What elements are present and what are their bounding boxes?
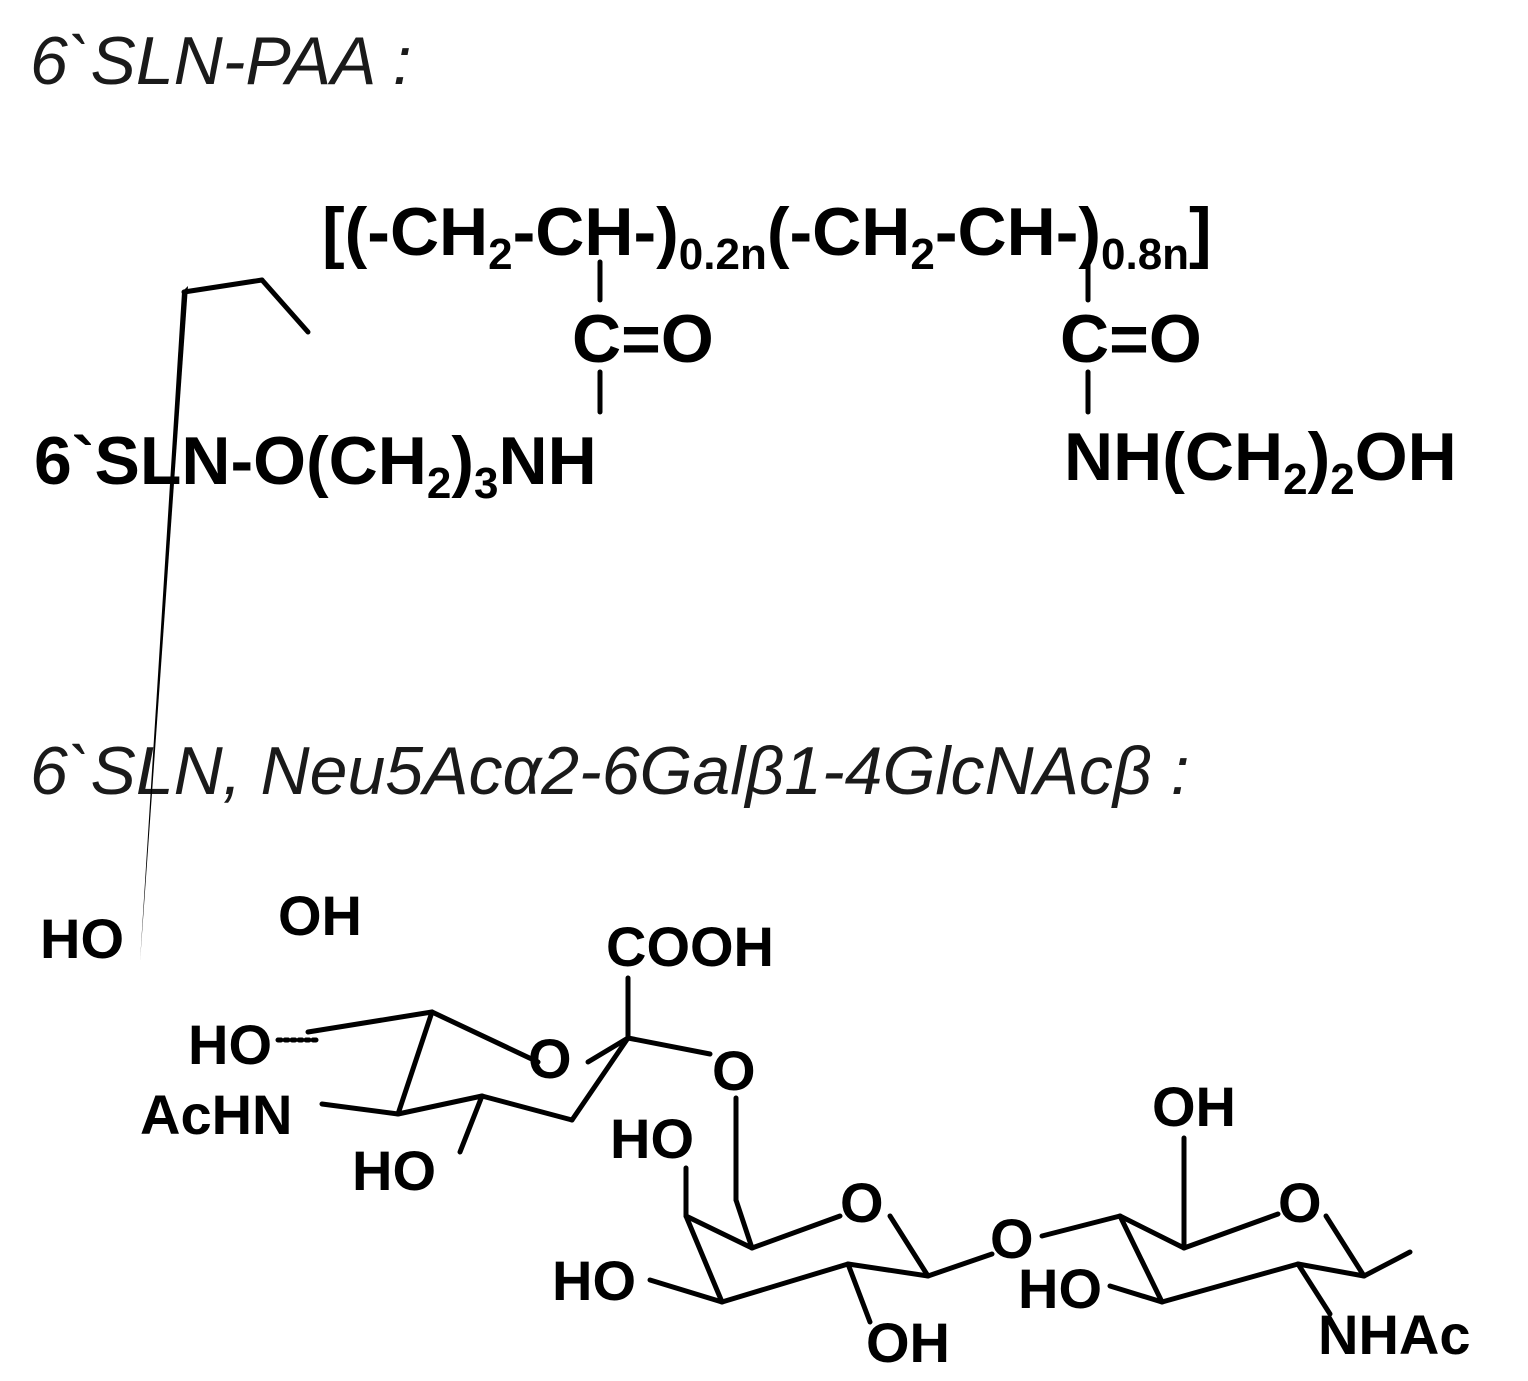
bond-ring-o-c1	[887, 1213, 931, 1279]
bond-c5-c6	[395, 1009, 435, 1117]
bond-c4-c5-gal	[683, 1213, 755, 1251]
right-chain: NH(CH2)2OH	[1064, 419, 1457, 504]
bond-c2-oh	[845, 1261, 873, 1325]
left-chain: 6`SLN-O(CH2)3NH	[34, 423, 597, 508]
carbonyl-right: C=O	[1060, 301, 1202, 377]
label-o-ring2: O	[840, 1171, 884, 1234]
trisaccharide-structure: HO OH HO O	[40, 277, 1470, 1374]
label-o-ring3: O	[1278, 1171, 1322, 1234]
polymer-formula: [(-CH2-CH-)0.2n(-CH2-CH-)0.8n] C=O 6`SLN…	[34, 194, 1457, 508]
bond-c1-c2-gal	[845, 1261, 931, 1279]
bond-c3-c4-glc	[1117, 1213, 1165, 1305]
bond-c3-c4-gal	[683, 1213, 725, 1305]
label-ho-gal-top: HO	[610, 1107, 694, 1170]
label-oh-gal-bottom: OH	[866, 1311, 950, 1374]
label-o-link2: O	[990, 1207, 1034, 1270]
bond-c1-tail	[1361, 1249, 1413, 1279]
label-oh-top: OH	[278, 884, 362, 947]
label-o-link1: O	[712, 1039, 756, 1102]
bond-c5-o-glc	[1181, 1211, 1281, 1251]
sln-title: 6`SLN, Neu5Acα2-6Galβ1-4GlcNAcβ :	[30, 733, 1190, 809]
backbone-formula: [(-CH2-CH-)0.2n(-CH2-CH-)0.8n]	[322, 194, 1212, 279]
label-achn: AcHN	[140, 1083, 292, 1146]
bond-o-c4glc	[1039, 1213, 1123, 1239]
bond-c1-c2-glc	[1295, 1261, 1367, 1279]
label-oh-glc-top: OH	[1152, 1075, 1236, 1138]
bond-o-c1-glc	[1323, 1213, 1367, 1279]
wedge-bond-1	[140, 286, 188, 962]
label-o-ring1: O	[528, 1027, 572, 1090]
bond-c2-o	[625, 1035, 713, 1057]
bond-c4-c5	[395, 1093, 485, 1117]
bond-c3-oh-glc	[1107, 1283, 1165, 1305]
bond-c3-oh	[647, 1277, 725, 1305]
bond-c4-c5-glc	[1117, 1213, 1187, 1251]
bond-c2-nhac	[1295, 1261, 1333, 1317]
bond-c4-oh	[457, 1093, 485, 1155]
label-ho-glc-left: HO	[1018, 1257, 1102, 1320]
label-nhac: NHAc	[1318, 1303, 1470, 1366]
carbonyl-left: C=O	[572, 301, 714, 377]
label-ho-mid: HO	[188, 1013, 272, 1076]
paa-title: 6`SLN-PAA :	[30, 23, 412, 99]
label-ho-ring1: HO	[352, 1139, 436, 1202]
label-ho-top: HO	[40, 907, 124, 970]
bond-c9-c8	[181, 277, 265, 295]
bond-c2-c3-glc	[1159, 1261, 1301, 1305]
bond-c3-c4	[479, 1093, 575, 1123]
label-cooh: COOH	[606, 915, 774, 978]
bond-c6-c5	[733, 1197, 755, 1251]
label-ho-gal-left: HO	[552, 1249, 636, 1312]
bond-c1-o-link	[925, 1251, 995, 1279]
bond-c5-ring-o	[749, 1213, 843, 1251]
bond-n-c5	[319, 1101, 401, 1117]
bond-c8-c7	[259, 277, 311, 335]
bond-ring1-o-c2	[585, 1035, 631, 1065]
bond-c2-c3-gal	[719, 1261, 851, 1305]
bond-c2-c3	[569, 1035, 631, 1123]
